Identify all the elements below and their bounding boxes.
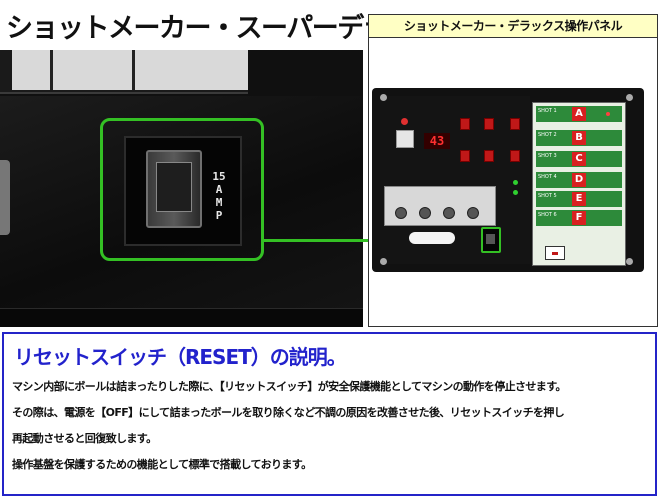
screw-icon [380, 258, 387, 265]
machine-edge [0, 160, 10, 235]
machine-bottom-edge [0, 308, 363, 327]
shot-label: SHOT 4 [538, 174, 557, 180]
quick-setup-knob[interactable] [395, 207, 407, 219]
reset-switch-highlight [100, 118, 264, 261]
quick-setup-knob[interactable] [467, 207, 479, 219]
start-stop-icon [552, 252, 558, 255]
amp-rating-label: 15 A M P [212, 170, 226, 222]
shot-row[interactable]: SHOT 3 C [536, 151, 622, 167]
quick-setup-knob[interactable] [443, 207, 455, 219]
shot-row[interactable]: SHOT 1 A [536, 106, 622, 122]
screw-icon [380, 94, 387, 101]
quick-setup-knob[interactable] [419, 207, 431, 219]
shot-label: SHOT 5 [538, 193, 557, 199]
shot-row[interactable]: SHOT 4 D [536, 172, 622, 188]
explanation-line: マシン内部にボールは詰まったりした際に、【リセットスイッチ】が安全保護機能として… [12, 380, 567, 393]
shot-letter-button[interactable]: C [572, 152, 586, 166]
shot-row[interactable]: SHOT 2 B [536, 130, 622, 146]
screw-icon [626, 94, 633, 101]
shot-label: SHOT 6 [538, 212, 557, 218]
shot-row[interactable]: SHOT 6 F [536, 210, 622, 226]
explanation-line: その際は、電源を【OFF】にして詰まったボールを取り除くなど不調の原因を改善させ… [12, 406, 565, 419]
shot-letter-button[interactable]: E [572, 192, 586, 206]
shot-label: SHOT 1 [538, 108, 557, 114]
machine-label-plate [12, 50, 248, 90]
status-led-icon [513, 190, 518, 195]
speed-down-button[interactable] [460, 150, 470, 162]
explanation-box [2, 332, 657, 496]
shot-letter-button[interactable]: D [572, 173, 586, 187]
brand-logo [409, 232, 455, 244]
shot-row[interactable]: SHOT 5 E [536, 191, 622, 207]
rotation-up-button[interactable] [484, 118, 494, 130]
reset-switch-mini[interactable] [486, 234, 495, 244]
explanation-line: 操作基盤を保護するための機能として標準で搭載しております。 [12, 458, 312, 471]
shot-led-icon [606, 112, 610, 116]
status-led-icon [513, 180, 518, 185]
shot-label: SHOT 2 [538, 132, 557, 138]
shot-letter-button[interactable]: F [572, 211, 586, 225]
power-button[interactable] [396, 130, 414, 148]
shot-letter-button[interactable]: A [572, 107, 586, 121]
explanation-title: リセットスイッチ（RESET）の説明。 [14, 345, 347, 369]
reset-switch-button-face [156, 162, 192, 212]
ball-count-display: 43 [424, 133, 450, 149]
interval-down-button[interactable] [510, 150, 520, 162]
shot-letter-button[interactable]: B [572, 131, 586, 145]
shot-label: SHOT 3 [538, 153, 557, 159]
screw-icon [626, 258, 633, 265]
control-panel-heading: ショットメーカー・デラックス操作パネル [368, 14, 658, 38]
power-led-icon [401, 118, 408, 125]
interval-up-button[interactable] [510, 118, 520, 130]
speed-up-button[interactable] [460, 118, 470, 130]
explanation-line: 再起動させると回復致します。 [12, 432, 157, 445]
quick-setup-strip [384, 186, 496, 226]
rotation-down-button[interactable] [484, 150, 494, 162]
